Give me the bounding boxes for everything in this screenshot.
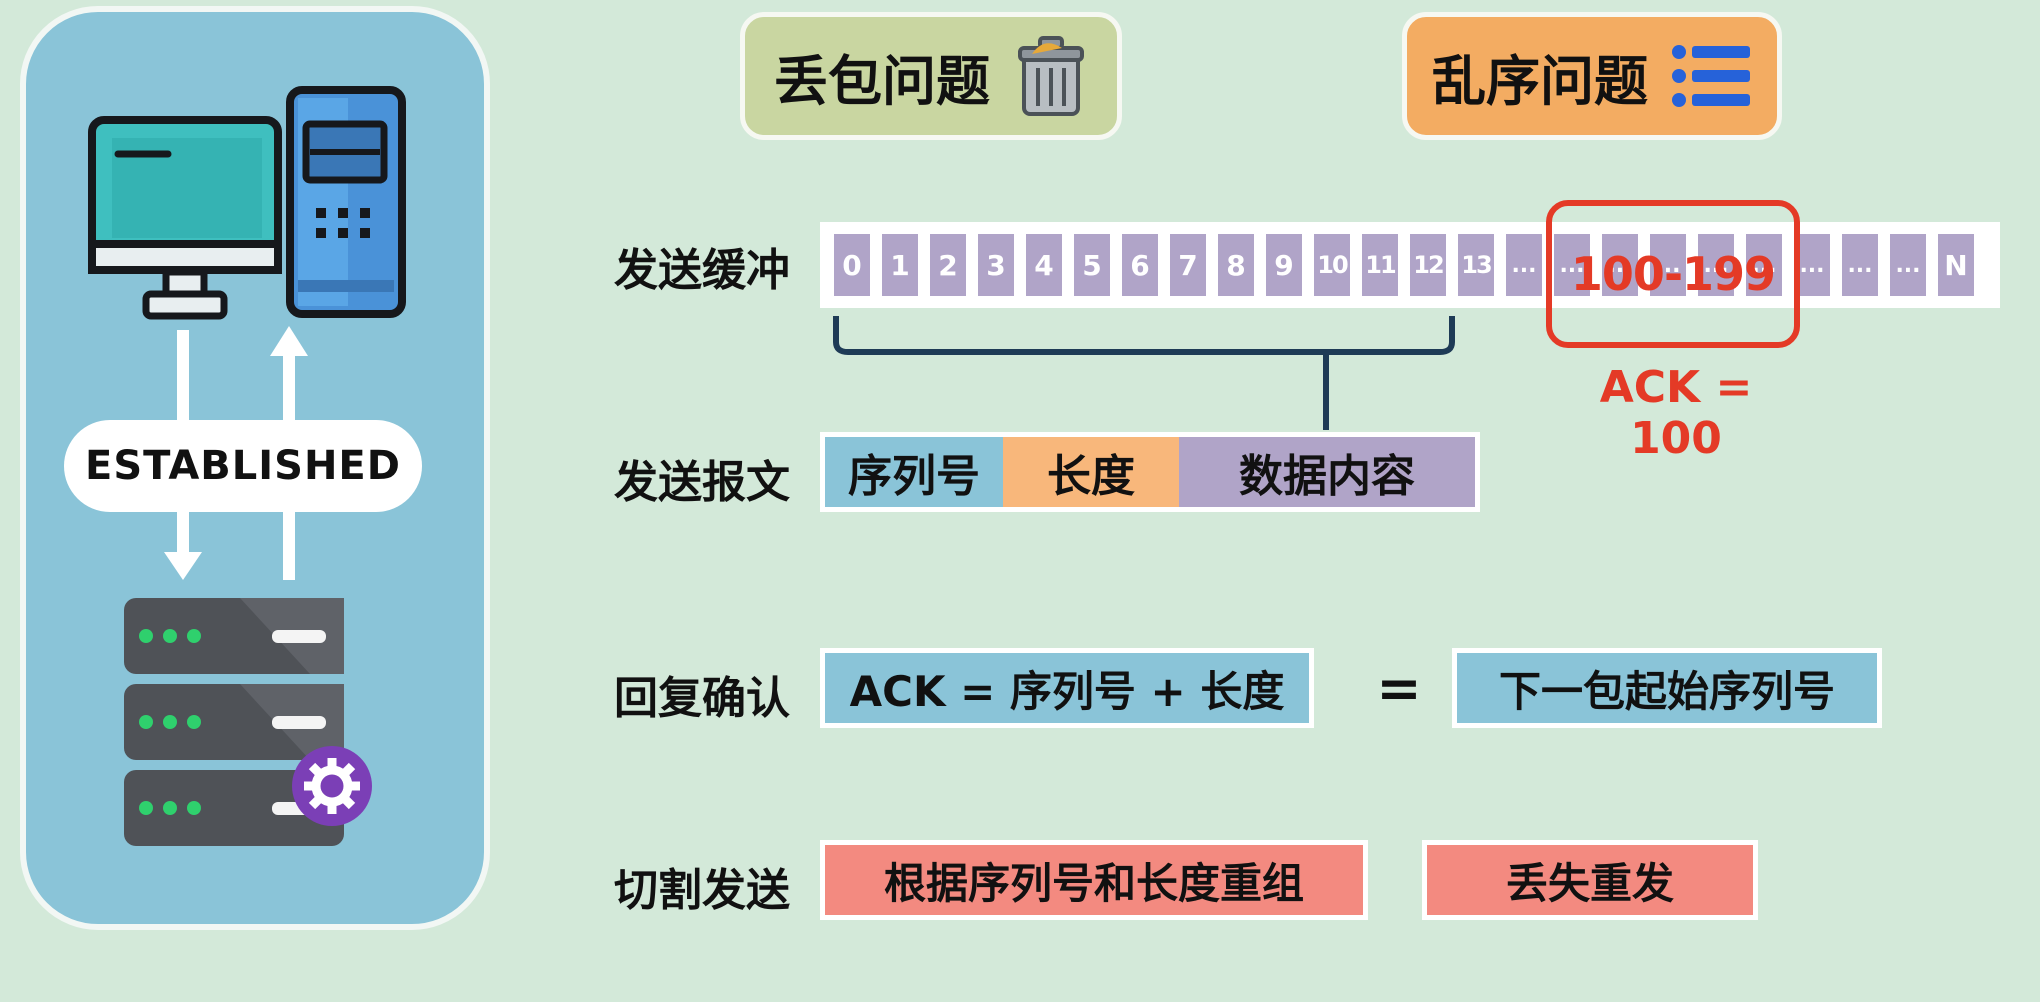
highlight-range-label: 100-199: [1570, 247, 1776, 301]
row-label-ack-reply: 回复确认: [614, 673, 790, 724]
buffer-cell: ...: [1890, 234, 1926, 296]
packet-length-field: 长度: [1003, 437, 1179, 507]
monitor-icon: [88, 116, 282, 320]
buffer-cell: 9: [1266, 234, 1302, 296]
buffer-cell: ...: [1746, 234, 1782, 296]
row-label-send-packet: 发送报文: [614, 457, 790, 508]
buffer-cell: ...: [1698, 234, 1734, 296]
buffer-cell: 11: [1362, 234, 1398, 296]
packet-structure: 序列号 长度 数据内容: [820, 432, 1480, 512]
buffer-cell: 8: [1218, 234, 1254, 296]
buffer-cell: 13: [1458, 234, 1494, 296]
buffer-cell: 10: [1314, 234, 1350, 296]
buffer-cell: 0: [834, 234, 870, 296]
retransmit-box: 丢失重发: [1422, 840, 1758, 920]
ack-formula-box: ACK = 序列号 + 长度: [820, 648, 1314, 728]
buffer-cell: ...: [1554, 234, 1590, 296]
buffer-cell: 6: [1122, 234, 1158, 296]
packet-seq-field: 序列号: [825, 437, 1003, 507]
buffer-cell: 1: [882, 234, 918, 296]
reassemble-box: 根据序列号和长度重组: [820, 840, 1368, 920]
out-of-order-label: 乱序问题: [1432, 49, 1648, 113]
buffer-cell: 4: [1026, 234, 1062, 296]
out-of-order-button[interactable]: 乱序问题: [1402, 12, 1782, 140]
buffer-cell: ...: [1506, 234, 1542, 296]
buffer-bracket: [833, 316, 1455, 430]
row-label-send-buffer: 发送缓冲: [614, 245, 790, 296]
buffer-cell: ...: [1842, 234, 1878, 296]
packet-loss-label: 丢包问题: [774, 49, 990, 113]
equals-sign: =: [1376, 656, 1422, 720]
buffer-cell: N: [1938, 234, 1974, 296]
packet-data-field: 数据内容: [1179, 437, 1475, 507]
packet-loss-button[interactable]: 丢包问题: [740, 12, 1122, 140]
highlight-range-box: [1546, 200, 1800, 348]
list-icon: [1672, 45, 1750, 107]
buffer-cell: ...: [1650, 234, 1686, 296]
buffer-cell: 2: [930, 234, 966, 296]
trash-can-icon: [1018, 36, 1084, 116]
server-rack-icon: [124, 598, 372, 846]
buffer-cell: ...: [1602, 234, 1638, 296]
row-label-split-send: 切割发送: [614, 865, 790, 916]
buffer-cell: 7: [1170, 234, 1206, 296]
established-label: ESTABLISHED: [64, 420, 422, 512]
next-seq-box: 下一包起始序列号: [1452, 648, 1882, 728]
computer-tower-icon: [286, 86, 406, 318]
buffer-cell: 12: [1410, 234, 1446, 296]
send-buffer-strip: 0 1 2 3 4 5 6 7 8 9 10 11 12 13 ... ... …: [820, 222, 2000, 308]
buffer-cell: ...: [1794, 234, 1830, 296]
gear-icon: [292, 746, 372, 826]
buffer-cell: 3: [978, 234, 1014, 296]
buffer-cell: 5: [1074, 234, 1110, 296]
ack-value-label: ACK = 100: [1599, 362, 1753, 464]
